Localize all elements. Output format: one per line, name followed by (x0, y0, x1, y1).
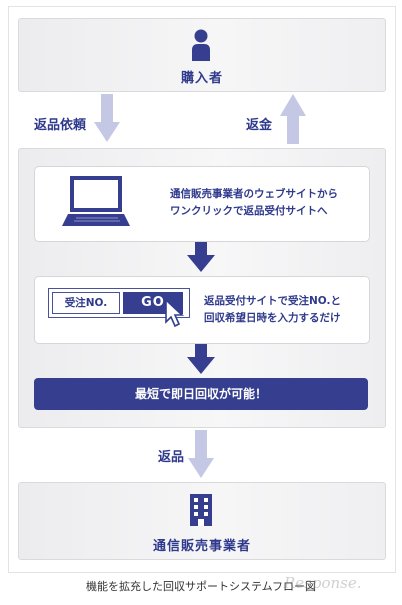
watermark-logo: Response. (284, 574, 362, 592)
up-arrow-icon (280, 94, 306, 144)
cursor-icon (165, 298, 185, 328)
down-arrow-icon (94, 94, 120, 142)
refund-label: 返金 (246, 118, 273, 133)
down-arrow-icon (188, 430, 214, 478)
down-arrow-icon (187, 344, 215, 374)
step-2-line-1: 返品受付サイトで受注NO.と (204, 295, 341, 307)
return-goods-label: 返品 (158, 450, 185, 465)
business-label: 通信販売事業者 (152, 539, 251, 554)
step-card-form (34, 276, 370, 344)
building-icon (190, 494, 212, 526)
laptop-icon (62, 176, 130, 226)
figure-caption: 機能を拡充した回収サポートシステムフロー図 (85, 580, 316, 593)
person-icon (192, 29, 210, 61)
down-arrow-icon (187, 242, 215, 272)
step-2-line-2: 回収希望日時を入力するだけ (204, 312, 341, 324)
return-request-label: 返品依頼 (34, 118, 87, 133)
step-1-line-1: 通信販売事業者のウェブサイトから (170, 188, 338, 200)
result-banner: 最短で即日回収が可能！ (34, 378, 368, 410)
step-1-line-2: ワンクリックで返品受付サイトへ (170, 205, 328, 217)
buyer-label: 購入者 (180, 71, 223, 86)
order-number-field: 受注NO. (52, 292, 120, 314)
